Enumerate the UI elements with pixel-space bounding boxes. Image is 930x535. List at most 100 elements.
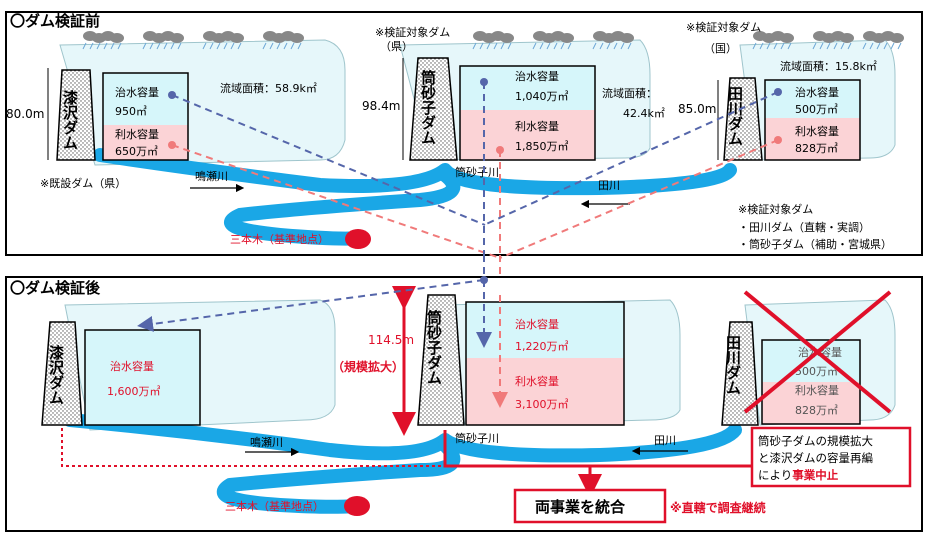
dam-tsutsunago-label-after: 筒砂子ダム <box>425 309 443 385</box>
note-target-tagawa: ・田川ダム（直轄・実調） <box>738 220 870 234</box>
water-value-tagawa: 828万㎥ <box>795 142 838 155</box>
tag-tagawa-1: ※検証対象ダム <box>686 20 761 34</box>
rain-cloud-icon <box>82 31 124 50</box>
river-lower-after <box>216 438 461 514</box>
note-target-header: ※検証対象ダム <box>738 202 813 216</box>
note-target-tsutsunago: ・筒砂子ダム（補助・宮城県） <box>738 237 892 251</box>
flood-box-tagawa-before <box>765 80 860 118</box>
flood-value-tsutsunago-after: 1,220万㎥ <box>515 340 569 353</box>
cancel-note-emph: 事業中止 <box>792 468 838 482</box>
base-point-marker-after <box>344 496 370 516</box>
integrate-box <box>513 488 667 524</box>
node-water-tsutsunago <box>496 146 504 154</box>
expansion-label: （規模拡大） <box>332 359 404 374</box>
river-lower-before <box>223 168 461 246</box>
capacity-frame-tsutsunago-after <box>465 301 625 426</box>
cancel-note-box <box>750 426 912 488</box>
height-tagawa: 85.0m <box>678 102 716 116</box>
flood-label-urushizawa: 治水容量 <box>115 85 159 99</box>
tag-tsutsunago-2: （県） <box>380 40 413 53</box>
cancel-note-line2: と漆沢ダムの容量再編 <box>758 451 873 465</box>
base-point-marker-before <box>345 229 371 249</box>
water-box-tsutsunago-before <box>460 110 595 160</box>
water-label-tagawa-after: 利水容量 <box>795 383 839 397</box>
capacity-frame-tagawa-before <box>764 79 861 161</box>
water-value-tagawa-after: 828万㎥ <box>795 404 838 417</box>
continue-note: ※直轄で調査継続 <box>670 500 766 515</box>
dashed-flood-to-urushizawa <box>137 279 485 332</box>
cancel-note-line3: により事業中止 <box>758 468 839 482</box>
water-label-tsutsunago: 利水容量 <box>515 119 559 133</box>
water-value-tsutsunago-after: 3,100万㎥ <box>515 398 569 411</box>
flood-box-tsutsunago-after <box>466 302 624 358</box>
dam-urushizawa-after <box>41 321 83 426</box>
dam-urushizawa-label-before: 漆沢ダム <box>61 89 79 150</box>
integrate-label: 両事業を統合 <box>535 498 626 516</box>
river-label-tsutsunago-before: 筒砂子川 <box>455 165 499 179</box>
rain-cloud-icon <box>862 31 904 50</box>
node-flood-tsutsunago <box>480 78 488 86</box>
river-label-tsutsunago-after: 筒砂子川 <box>455 431 499 445</box>
dam-urushizawa-label-after: 漆沢ダム <box>47 344 65 405</box>
after-panel: 〇ダム検証後 漆沢ダム 治水容量 1,600万㎥ 筒砂子ダム 114.5m （規… <box>5 276 923 532</box>
before-header: 〇ダム検証前 <box>10 12 100 30</box>
rain-cloud-icon <box>202 31 244 50</box>
height-tsutsunago-after: 114.5m <box>368 333 414 347</box>
dam-tagawa-after <box>721 321 759 426</box>
node-water-urushizawa <box>168 141 176 149</box>
integration-dotted-path <box>61 428 445 467</box>
flood-label-tsutsunago-after: 治水容量 <box>515 317 559 331</box>
water-label-tsutsunago-after: 利水容量 <box>515 374 559 388</box>
flood-label-tsutsunago: 治水容量 <box>515 69 559 83</box>
rain-cloud-icon <box>142 31 184 50</box>
after-header: 〇ダム検証後 <box>10 279 101 297</box>
node-flood-tagawa <box>774 88 782 96</box>
water-value-urushizawa: 650万㎥ <box>115 145 158 158</box>
flood-label-tagawa: 治水容量 <box>795 85 839 99</box>
cancel-cross-2 <box>743 290 892 414</box>
water-label-urushizawa: 利水容量 <box>115 127 159 141</box>
water-box-tagawa-after <box>762 382 860 424</box>
flood-value-tsutsunago: 1,040万㎥ <box>515 90 569 103</box>
flood-value-urushizawa: 950㎥ <box>115 105 147 118</box>
area-urushizawa: 流域面積：58.9k㎡ <box>220 81 317 95</box>
dam-tsutsunago-label-before: 筒砂子ダム <box>419 69 437 145</box>
flood-value-urushizawa-after: 1,600万㎥ <box>107 385 161 398</box>
area-tagawa: 流域面積：15.8k㎡ <box>780 59 877 73</box>
river-label-naruse-before: 鳴瀬川 <box>195 169 228 183</box>
dam-tagawa-before <box>723 77 763 161</box>
base-point-label-after: 三本木（基準地点） <box>225 499 324 513</box>
river-label-tagawa-before: 田川 <box>598 179 620 192</box>
river-label-tagawa-after: 田川 <box>654 434 676 447</box>
dashed-flood-tagawa <box>483 91 779 226</box>
rain-cloud-icon <box>472 31 514 50</box>
area-label-tsutsunago: 流域面積： <box>602 86 657 100</box>
rain-cloud-icon <box>592 31 634 50</box>
dam-tsutsunago-after <box>417 294 465 426</box>
dam-urushizawa-before <box>56 69 96 161</box>
cancel-note-prefix: により <box>758 468 792 482</box>
flood-value-tagawa-after: 500万㎥ <box>795 365 838 378</box>
flood-box-tsutsunago-before <box>460 66 595 110</box>
area-value-tsutsunago: 42.4k㎡ <box>623 107 665 120</box>
capacity-frame-tsutsunago-before <box>459 65 596 161</box>
water-value-tsutsunago: 1,850万㎥ <box>515 140 569 153</box>
rain-cloud-icon <box>262 31 304 50</box>
rain-cloud-icon <box>532 31 574 50</box>
node-flood-urushizawa <box>168 91 176 99</box>
dam-tagawa-label-after: 田川ダム <box>724 335 742 395</box>
tag-tsutsunago-1: ※検証対象ダム <box>375 25 450 39</box>
dam-tagawa-label-before: 田川ダム <box>726 86 744 146</box>
base-point-label-before: 三本木（基準地点） <box>230 232 329 246</box>
flood-label-urushizawa-after: 治水容量 <box>110 359 154 373</box>
height-tsutsunago: 98.4m <box>362 99 400 113</box>
water-label-tagawa: 利水容量 <box>795 124 839 138</box>
water-box-tsutsunago-after <box>466 358 624 425</box>
rain-cloud-icon <box>812 31 854 50</box>
tag-tagawa-2: （国） <box>704 42 737 55</box>
node-flood-link <box>480 276 488 284</box>
river-label-naruse-after: 鳴瀬川 <box>250 435 283 449</box>
dam-tsutsunago-before <box>409 57 458 161</box>
